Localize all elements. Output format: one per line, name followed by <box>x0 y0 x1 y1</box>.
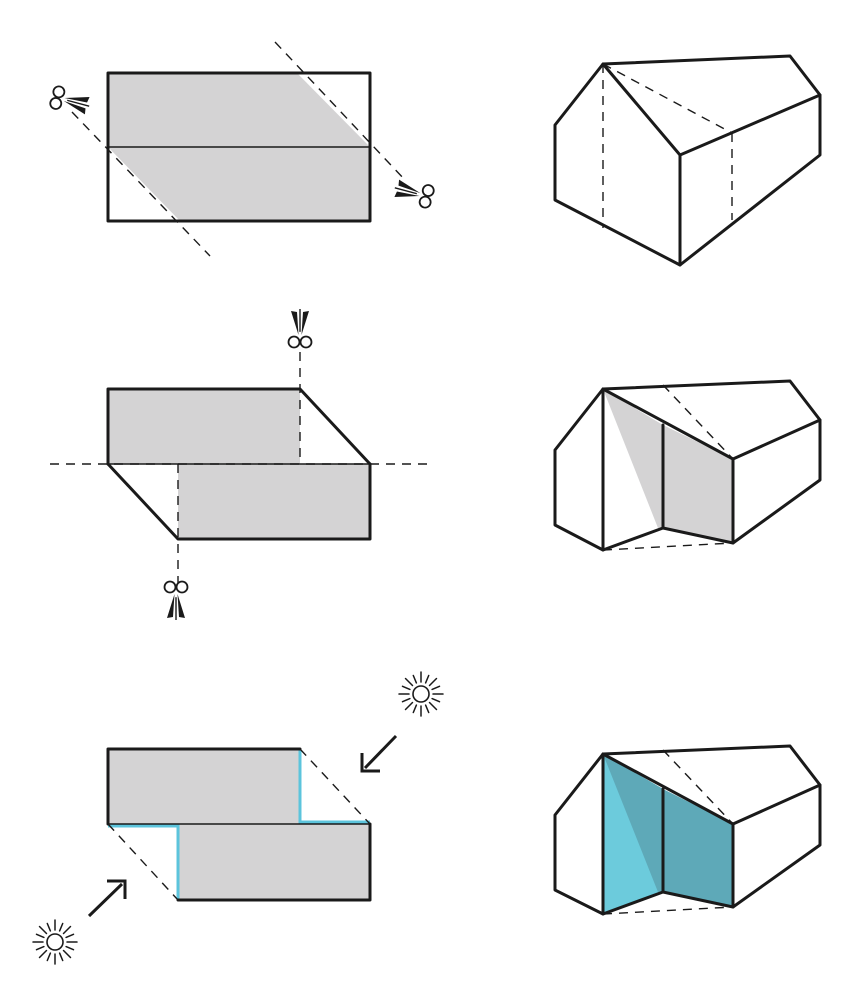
plan-outline-bottom <box>176 822 372 902</box>
plan-outline-top <box>106 747 302 826</box>
house-opened <box>553 379 822 552</box>
hidden-edge <box>662 749 734 825</box>
roof-edge <box>601 62 822 157</box>
gray-region-bottom <box>178 824 370 900</box>
plan-cut-diagonal <box>48 41 436 257</box>
plan-light-entry <box>32 671 444 965</box>
house-outline <box>553 54 822 267</box>
gray-panel-right <box>663 425 733 543</box>
hidden-edge <box>602 906 734 915</box>
scissors-icon <box>390 175 436 210</box>
plan-outline-top <box>106 387 372 466</box>
hidden-edge <box>602 63 733 134</box>
hidden-edge <box>662 384 734 460</box>
cut-line-lower <box>71 111 211 257</box>
gray-region-bottom <box>108 147 370 221</box>
opening-line <box>299 748 371 825</box>
house-outline <box>553 744 822 916</box>
arrow-icon <box>87 879 127 918</box>
arrow-icon <box>360 734 398 773</box>
cyan-panel-shadow <box>603 754 663 892</box>
house-lit <box>553 744 822 916</box>
sun-icon <box>32 919 78 965</box>
hidden-edge <box>602 542 734 551</box>
light-edge-left <box>108 824 180 900</box>
gray-panel-left <box>603 389 663 528</box>
house-outline <box>553 379 822 552</box>
scissors-icon <box>48 84 94 119</box>
house-closed <box>553 54 822 267</box>
scissors-icon <box>163 580 189 621</box>
plan-cut-vertical <box>50 308 430 621</box>
plan-outline-bottom <box>106 462 372 541</box>
gray-region-top <box>108 73 370 147</box>
cyan-panel-right <box>663 789 733 907</box>
light-edge-right <box>298 749 370 824</box>
gray-region-top <box>108 749 300 824</box>
gray-region-bottom <box>178 464 370 539</box>
gray-region-top <box>108 389 300 464</box>
scissors-icon <box>287 308 313 349</box>
sun-icon <box>398 671 444 717</box>
opening-line <box>107 823 179 901</box>
